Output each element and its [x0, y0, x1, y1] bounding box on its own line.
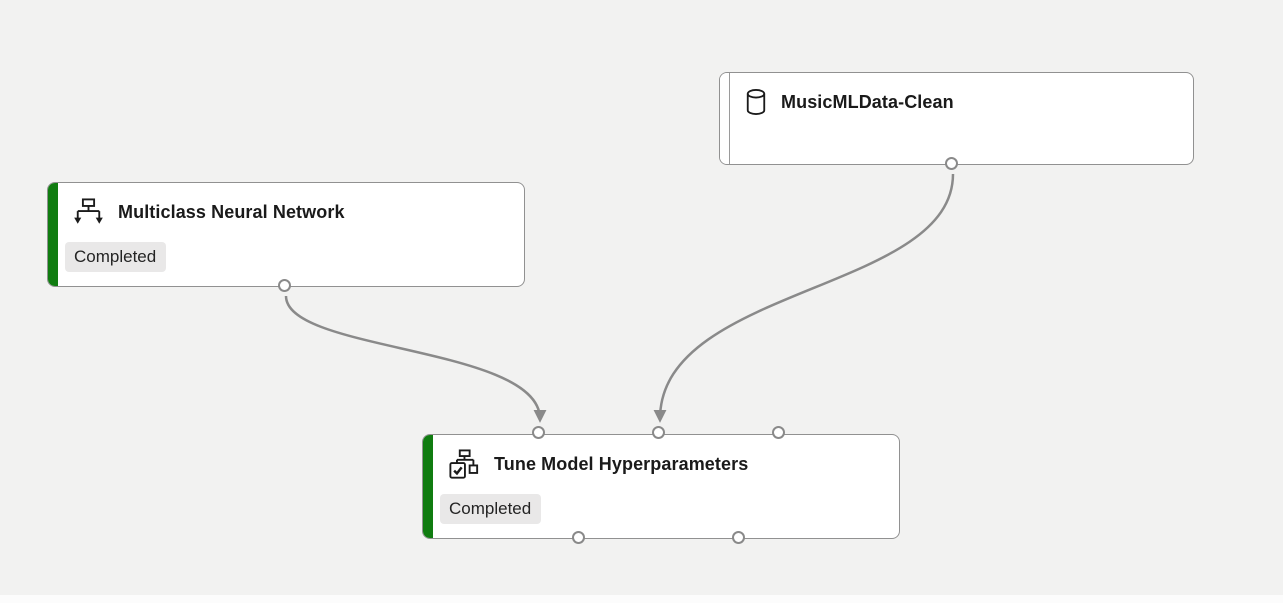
node-musicmldata-clean[interactable]: MusicMLData-Clean — [719, 72, 1194, 165]
port-tune-output-2[interactable] — [731, 530, 745, 544]
status-badge: Completed — [440, 494, 542, 524]
database-icon — [745, 88, 767, 116]
completed-accent-bar — [423, 435, 433, 538]
completed-accent-bar — [48, 183, 58, 286]
port-dataset-output[interactable] — [944, 156, 958, 170]
tune-model-icon — [448, 448, 480, 480]
node-title: Tune Model Hyperparameters — [494, 453, 749, 474]
node-title: MusicMLData-Clean — [781, 91, 954, 112]
node-multiclass-neural-network[interactable]: Multiclass Neural Network Completed — [47, 182, 525, 287]
node-tune-model-hyperparameters[interactable]: Tune Model Hyperparameters Completed — [422, 434, 900, 539]
port-tune-output-1[interactable] — [571, 530, 585, 544]
node-title: Multiclass Neural Network — [118, 201, 345, 222]
edge-multiclass-to-tune[interactable] — [284, 295, 547, 423]
port-tune-input-1[interactable] — [531, 425, 545, 439]
port-tune-input-3[interactable] — [771, 425, 785, 439]
status-badge: Completed — [65, 242, 167, 272]
dataset-accent-bar — [720, 73, 730, 164]
port-multiclass-output[interactable] — [277, 278, 291, 292]
algorithm-module-icon — [73, 197, 104, 227]
port-tune-input-2[interactable] — [651, 425, 665, 439]
edge-dataset-to-tune[interactable] — [653, 173, 955, 423]
canvas-bottom-edge — [0, 595, 1283, 603]
